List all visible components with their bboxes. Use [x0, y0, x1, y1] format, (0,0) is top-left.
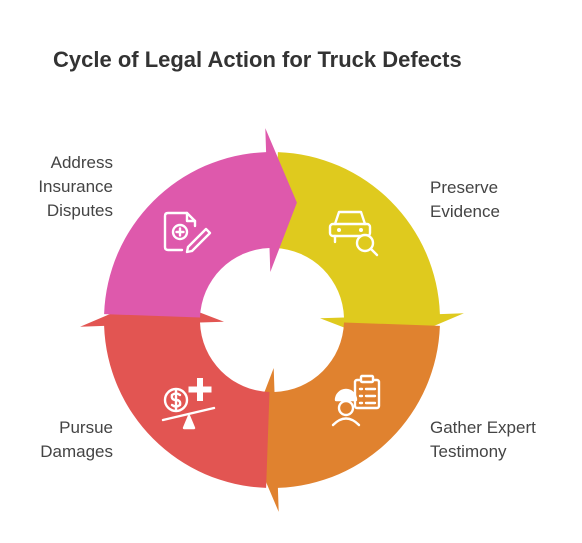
cycle-segment-address — [104, 128, 297, 318]
expert-clipboard-icon — [331, 374, 381, 427]
step-label-line: Insurance — [38, 177, 113, 196]
step-label-line: Damages — [40, 442, 113, 461]
cycle-segment-gather — [247, 322, 440, 512]
step-label-line: Pursue — [59, 418, 113, 437]
step-label-pursue-damages: Pursue Damages — [40, 416, 113, 464]
insurance-document-icon — [163, 211, 212, 254]
step-label-line: Gather Expert — [430, 418, 536, 437]
step-label-line: Disputes — [46, 201, 113, 220]
step-label-gather-expert-testimony: Gather Expert Testimony — [430, 416, 536, 464]
car-search-icon — [328, 210, 379, 257]
step-label-preserve-evidence: Preserve Evidence — [430, 176, 500, 224]
step-label-line: Address — [50, 153, 113, 172]
step-label-line: Evidence — [430, 202, 500, 221]
step-label-line: Preserve — [430, 178, 499, 197]
cycle-segment-pursue — [80, 295, 270, 488]
diagram-title: Cycle of Legal Action for Truck Defects — [53, 47, 462, 72]
step-label-line: Testimony — [430, 442, 507, 461]
money-scale-icon — [161, 378, 216, 430]
step-label-address-insurance-disputes: Address Insurance Disputes — [38, 151, 113, 223]
